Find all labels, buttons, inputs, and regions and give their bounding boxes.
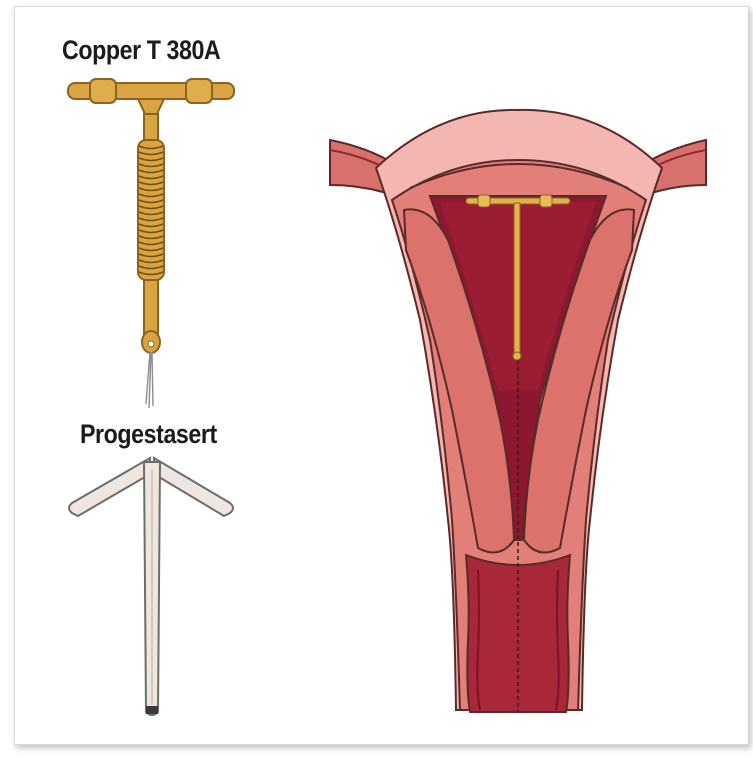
uterus-cross-section-icon: [330, 110, 706, 712]
copper-t-iud-icon: [68, 79, 234, 408]
copper-t-label: Copper T 380A: [62, 37, 220, 64]
progestasert-iud-icon: [69, 458, 233, 715]
progestasert-label: Progestasert: [80, 421, 217, 448]
